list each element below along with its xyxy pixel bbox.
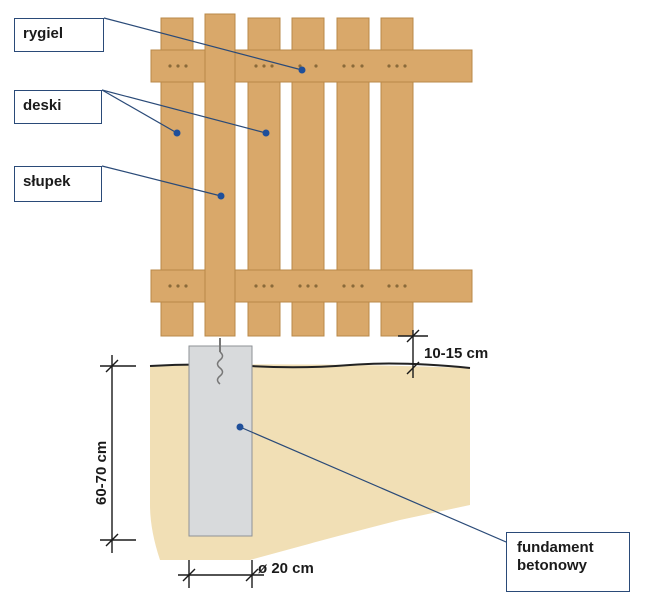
dim-gap-label: 10-15 cm	[424, 345, 488, 362]
rail-nails	[168, 64, 407, 288]
label-rygiel-text: rygiel	[23, 25, 64, 42]
label-deski-text: deski	[23, 97, 62, 114]
dim-depth	[100, 355, 136, 553]
fence-post	[204, 13, 236, 337]
label-rygiel: rygiel	[14, 18, 104, 52]
leader-deski-2	[101, 89, 267, 134]
anchor-thread	[216, 351, 224, 385]
marker-slupek	[217, 192, 225, 200]
leader-rygiel	[103, 17, 303, 71]
dim-gap	[398, 329, 428, 378]
label-slupek-text: słupek	[23, 173, 71, 190]
dim-diameter-label: ø 20 cm	[258, 560, 314, 577]
marker-deski-2	[262, 129, 270, 137]
label-fundament-line2: betonowy	[517, 557, 587, 574]
label-fundament: fundament betonowy	[506, 532, 630, 592]
leader-deski-1	[101, 89, 178, 134]
marker-fundament	[236, 423, 244, 431]
concrete-foundation	[188, 345, 253, 537]
leader-markers	[173, 66, 306, 431]
leader-slupek	[101, 165, 222, 197]
rail-top	[150, 49, 473, 83]
dim-depth-label: 60-70 cm	[93, 441, 110, 505]
label-deski: deski	[14, 90, 102, 124]
leader-lines	[101, 17, 521, 549]
leader-fundament	[239, 426, 521, 549]
label-fundament-line1: fundament	[517, 539, 594, 556]
marker-rygiel	[298, 66, 306, 74]
dim-diameter	[178, 560, 264, 588]
marker-deski-1	[173, 129, 181, 137]
label-slupek: słupek	[14, 166, 102, 202]
rail-bottom	[150, 269, 473, 303]
